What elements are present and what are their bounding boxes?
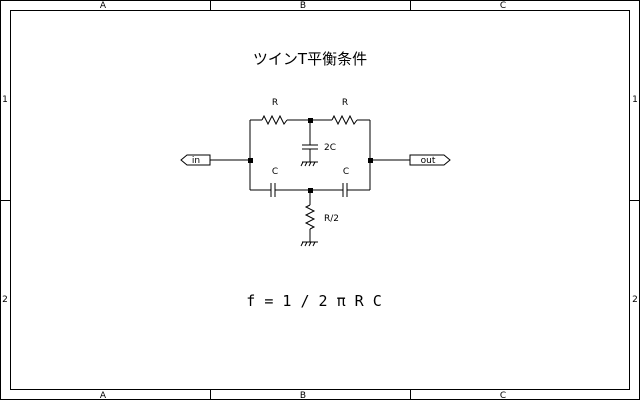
ground-icon-hatch [308, 161, 312, 167]
ground-icon-hatch [304, 241, 308, 247]
balance-formula: f = 1 / 2 π R C [246, 292, 381, 310]
output-port [409, 154, 451, 166]
ground-icon-hatch [300, 161, 304, 167]
zone-label-left-1: 1 [2, 95, 8, 105]
zone-label-bottom-c: C [500, 391, 506, 400]
capacitor-c-left-label: C [272, 167, 278, 177]
zone-label-top-a: A [100, 1, 107, 11]
resistor-r-half [304, 204, 316, 230]
capacitor-c-right-label: C [343, 167, 349, 177]
resistor-r-half-label: R/2 [324, 214, 339, 224]
output-port-label: out [421, 156, 436, 166]
input-port-label: in [192, 156, 200, 166]
diagram-title: ツインT平衡条件 [253, 50, 367, 68]
zone-label-right-2: 2 [632, 295, 638, 305]
ground-icon-hatch [300, 241, 304, 247]
zone-label-bottom-a: A [100, 391, 107, 400]
ground-icon-hatch [312, 161, 316, 167]
resistor-r-right [331, 114, 358, 126]
capacitor-2c-label: 2C [324, 143, 336, 153]
resistor-r-left [261, 114, 288, 126]
inner-border [10, 10, 630, 390]
ground-icon-hatch [308, 241, 312, 247]
junction-dot-bottom [308, 188, 313, 193]
ground-icon-hatch [304, 161, 308, 167]
ground-icon-hatch [312, 241, 316, 247]
zone-label-right-1: 1 [632, 95, 638, 105]
zone-label-bottom-b: B [300, 391, 306, 400]
resistor-r-right-label: R [342, 98, 348, 108]
resistor-r-left-label: R [272, 98, 278, 108]
zone-label-left-2: 2 [2, 295, 8, 305]
junction-dot-output [368, 158, 373, 163]
zone-label-top-c: C [500, 1, 506, 11]
junction-dot-input [248, 158, 253, 163]
zone-label-top-b: B [300, 1, 306, 11]
junction-dot-top [308, 118, 313, 123]
